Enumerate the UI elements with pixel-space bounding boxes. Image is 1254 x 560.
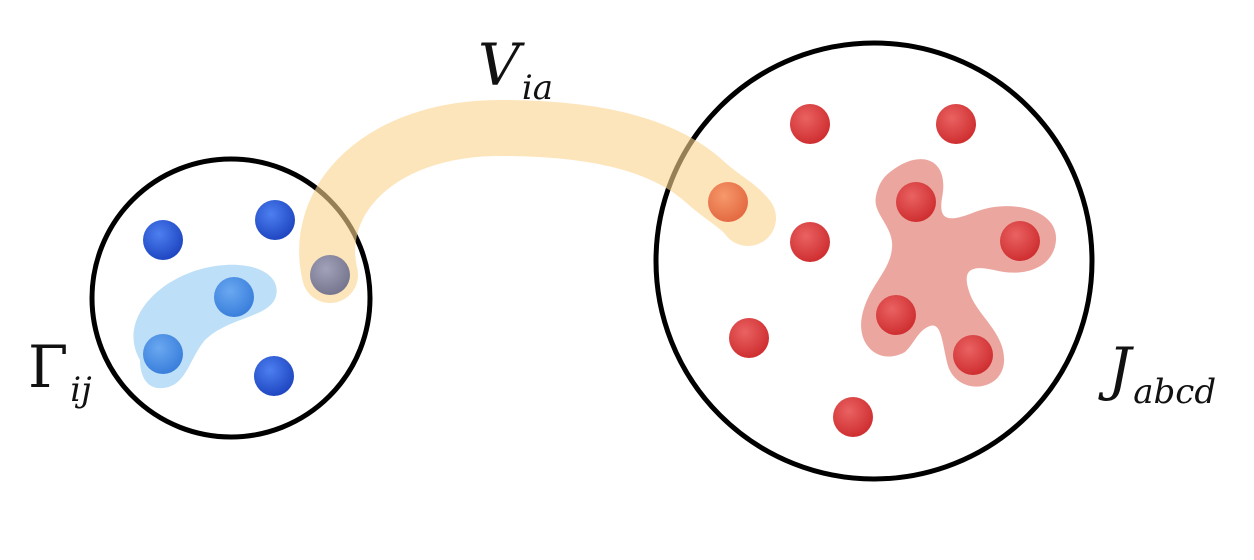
via-band [299, 99, 776, 303]
v-symbol: V [478, 31, 520, 99]
red-dot [790, 222, 830, 262]
v-subscript: ia [521, 68, 554, 108]
j-abcd-label: Jabcd [1108, 340, 1216, 409]
blue-dot [255, 200, 295, 240]
red-dot [790, 104, 830, 144]
gamma-symbol: Γ [28, 333, 69, 401]
blue-dot [254, 356, 294, 396]
gamma-circle [89, 156, 373, 440]
jabcd-circle [653, 40, 1095, 482]
gray-dot [310, 255, 350, 295]
red-dot [729, 318, 769, 358]
v-ia-label: Via [478, 36, 553, 105]
orange-dot [708, 182, 748, 222]
red-dot [876, 295, 916, 335]
j-symbol: J [1108, 335, 1132, 403]
red-dot [896, 182, 936, 222]
red-dot [1000, 221, 1040, 261]
red-dot [936, 104, 976, 144]
gamma-ij-label: Γij [28, 338, 92, 407]
j-subscript: abcd [1133, 372, 1217, 412]
gamma-subscript: ij [70, 370, 92, 410]
red-dot [833, 397, 873, 437]
blue-dot [143, 220, 183, 260]
red-dot [953, 335, 993, 375]
light-blue-dot [143, 334, 183, 374]
light-blue-dot [214, 277, 254, 317]
